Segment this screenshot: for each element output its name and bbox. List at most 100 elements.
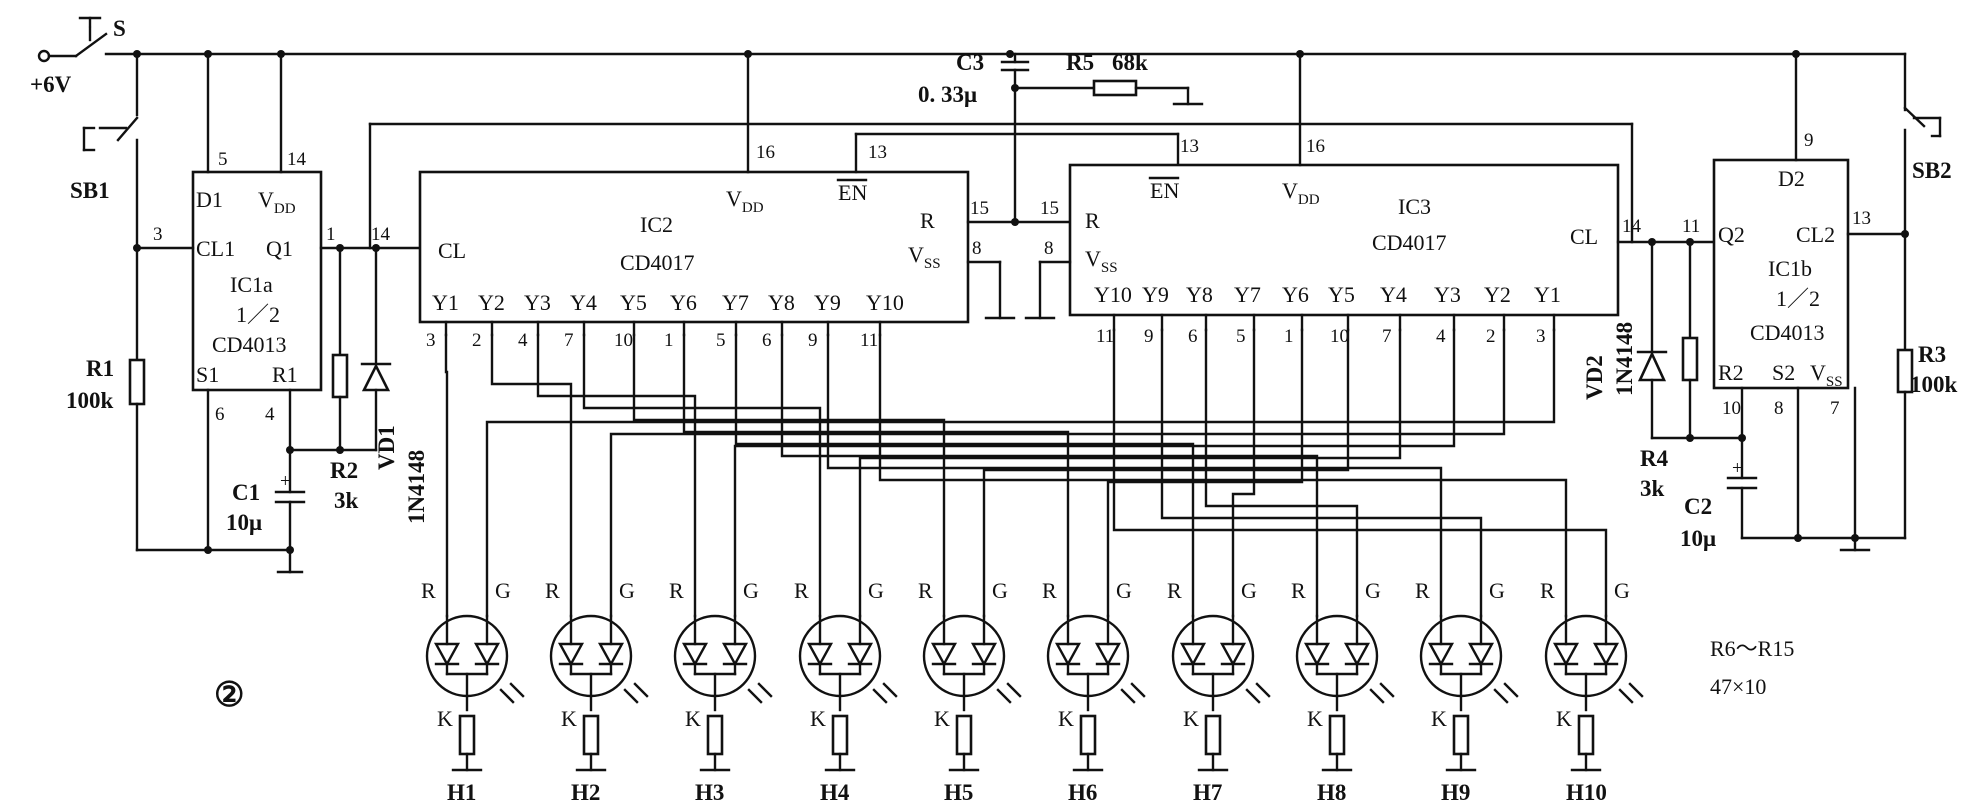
ic2-output-y7-label: Y7: [722, 290, 749, 315]
ic2-output-y6-num: 1: [664, 330, 674, 351]
ic3-output-y8-label: Y8: [1186, 282, 1213, 307]
c2-name: C2: [1684, 494, 1712, 519]
c3-value: 0. 33μ: [918, 82, 977, 107]
ic2-output-y1-num: 3: [426, 330, 436, 351]
led-h3-name: H3: [695, 780, 724, 805]
ic3-output-y3-num: 4: [1436, 326, 1446, 347]
r2-value: 3k: [334, 488, 359, 513]
ic3-cl-label: CL: [1570, 224, 1598, 249]
r3-value: 100k: [1910, 372, 1958, 397]
ic1a-pin-cl1-num: 3: [153, 224, 163, 245]
ic2-output-y4-label: Y4: [570, 290, 597, 315]
resistor-r8: [706, 714, 724, 756]
ic3-pin-vdd-num: 16: [1306, 136, 1325, 157]
ic2-pin-en-num: 13: [868, 142, 887, 163]
led-h7-g-label: G: [1241, 578, 1257, 603]
ic1a-r1-label: R1: [272, 362, 298, 387]
vd1-name: VD1: [374, 425, 399, 470]
ic3-output-y1-num: 3: [1536, 326, 1546, 347]
led-h4-k-label: K: [810, 706, 826, 731]
led-h2-r-label: R: [545, 578, 560, 603]
led-h3-r-label: R: [669, 578, 684, 603]
ic1b-d2-label: D2: [1778, 166, 1805, 191]
ic2-r-label: R: [920, 208, 935, 233]
led-h5-name: H5: [944, 780, 973, 805]
ic3-output-y4-num: 7: [1382, 326, 1392, 347]
ic2-en-label: EN: [838, 180, 867, 205]
led-h2-name: H2: [571, 780, 600, 805]
vd1-diode: [361, 363, 391, 392]
led-h4-name: H4: [820, 780, 850, 805]
ic2-pin-vdd-num: 16: [756, 142, 775, 163]
led-h3-g-label: G: [743, 578, 759, 603]
ic3-vss-label: VSS: [1085, 246, 1118, 276]
supply-label: +6V: [30, 72, 72, 97]
ic1a-pin-vdd-num: 14: [287, 149, 307, 170]
vd2-name: VD2: [1582, 355, 1607, 400]
switch-s: [78, 16, 102, 42]
vd1-value: 1N4148: [404, 450, 429, 524]
ic3-output-y5-label: Y5: [1328, 282, 1355, 307]
ic2-output-y6-label: Y6: [670, 290, 697, 315]
ic3-output-y2-label: Y2: [1484, 282, 1511, 307]
ic1a-s1-label: S1: [196, 362, 219, 387]
ic3-output-y3-label: Y3: [1434, 282, 1461, 307]
r3-name: R3: [1918, 342, 1946, 367]
ic1a-box: [191, 170, 323, 392]
svg-text:+: +: [1732, 458, 1743, 479]
led-h1-g-label: G: [495, 578, 511, 603]
r1-resistor: [128, 358, 146, 406]
led-h8-name: H8: [1317, 780, 1346, 805]
ic1a-pin-q1-num: 1: [326, 224, 336, 245]
ic2-output-y3-label: Y3: [524, 290, 551, 315]
led-h8-g-label: G: [1365, 578, 1381, 603]
resistor-r9: [831, 714, 849, 756]
ic1b-pin-r2-num: 10: [1722, 398, 1741, 419]
ic1a-q1-label: Q1: [266, 236, 293, 261]
power-rail: [37, 32, 1907, 112]
r2-resistor: [331, 353, 349, 399]
led-h7-r-label: R: [1167, 578, 1182, 603]
ic1b-pin-vss-num: 7: [1830, 398, 1840, 419]
ic2-cl-label: CL: [438, 238, 466, 263]
led-wiring: [444, 328, 1608, 618]
ic1b-s2-label: S2: [1772, 360, 1795, 385]
ic2-pin-vss-num: 8: [972, 238, 982, 259]
ic3-output-y6-num: 1: [1284, 326, 1294, 347]
led-h6-r-label: R: [1042, 578, 1057, 603]
ic3-output-y6-label: Y6: [1282, 282, 1309, 307]
led-h6-g-label: G: [1116, 578, 1132, 603]
figure-number: ②: [214, 677, 244, 714]
led-h10-name: H10: [1566, 780, 1607, 805]
ic3-pin-r-num: 15: [1040, 198, 1059, 219]
ic2-vdd-label: VDD: [726, 186, 764, 216]
ic2-output-y8-label: Y8: [768, 290, 795, 315]
svg-text:+: +: [280, 471, 291, 492]
ic3-output-y1-label: Y1: [1534, 282, 1561, 307]
ic2-vss-label: VSS: [908, 242, 941, 272]
ic2-output-y5-num: 10: [614, 330, 633, 351]
led-h6-name: H6: [1068, 780, 1097, 805]
ic3-output-y7-label: Y7: [1234, 282, 1261, 307]
ic1b-pin-s2-num: 8: [1774, 398, 1784, 419]
sb2-switch: [1903, 106, 1942, 236]
ic3-box: [1068, 163, 1620, 317]
led-h8-r-label: R: [1291, 578, 1306, 603]
led-h9-g-label: G: [1489, 578, 1505, 603]
ic3-vdd-label: VDD: [1282, 178, 1320, 208]
note-r6-r15: R6～R15: [1710, 636, 1794, 661]
ic3-pin-vss-num: 8: [1044, 238, 1054, 259]
ic2-output-y10-num: 11: [860, 330, 878, 351]
ic3-pin-en-num: 13: [1180, 136, 1199, 157]
led-h5-k-label: K: [934, 706, 950, 731]
r5-name: R5: [1066, 50, 1094, 75]
ic3-part: CD4017: [1372, 230, 1447, 255]
ic2-output-y1-label: Y1: [432, 290, 459, 315]
ic2-output-y4-num: 7: [564, 330, 574, 351]
c3-name: C3: [956, 50, 984, 75]
c1-value: 10μ: [226, 510, 262, 535]
ic1a-pin-d1-num: 5: [218, 149, 228, 170]
r4-name: R4: [1640, 446, 1669, 471]
